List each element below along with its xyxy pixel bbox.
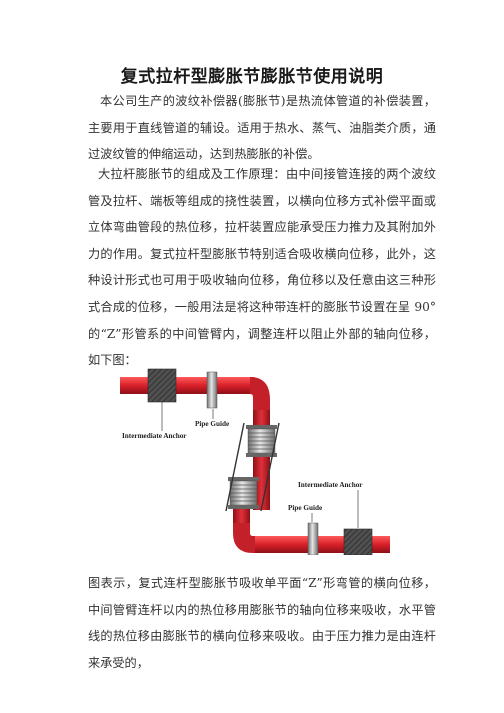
diagram-svg: Pipe Guide Intermediate Anchor Intermedi… bbox=[120, 368, 390, 555]
tie-rod-left bbox=[225, 422, 245, 512]
lower-bellows bbox=[228, 477, 259, 509]
upper-bellows bbox=[246, 425, 277, 457]
bottom-elbow bbox=[233, 523, 260, 553]
paragraph-principle: 大拉杆膨胀节的组成及工作原理：由中间接管连接的两个波纹管及拉杆、端板等组成的挠性… bbox=[88, 167, 436, 368]
bottom-anchor bbox=[343, 528, 373, 555]
tie-rod-right bbox=[260, 422, 280, 512]
label-pipe-guide-bottom: Pipe Guide bbox=[288, 504, 322, 512]
paragraph-figure-explanation: 图表示，复式连杆型膨胀节吸收单平面“Z”形弯管的横向位移，中间管臂连杆以内的热位… bbox=[88, 576, 436, 670]
top-pipe-guide bbox=[206, 371, 218, 409]
bottom-pipe-guide bbox=[307, 522, 319, 555]
top-anchor bbox=[147, 368, 177, 403]
paragraph-intro: 本公司生产的波纹补偿器(膨胀节)是热流体管道的补偿装置，主要用于直线管道的辅设。… bbox=[88, 94, 436, 162]
document-title: 复式拉杆型膨胀节膨胀节使用说明 bbox=[120, 67, 384, 87]
label-pipe-guide-top: Pipe Guide bbox=[195, 420, 229, 428]
label-anchor-bottom: Intermediate Anchor bbox=[298, 481, 363, 489]
expansion-joint-diagram: Pipe Guide Intermediate Anchor Intermedi… bbox=[120, 365, 390, 555]
top-elbow bbox=[250, 377, 270, 410]
label-anchor-top: Intermediate Anchor bbox=[122, 432, 187, 440]
top-pipe bbox=[120, 377, 255, 394]
